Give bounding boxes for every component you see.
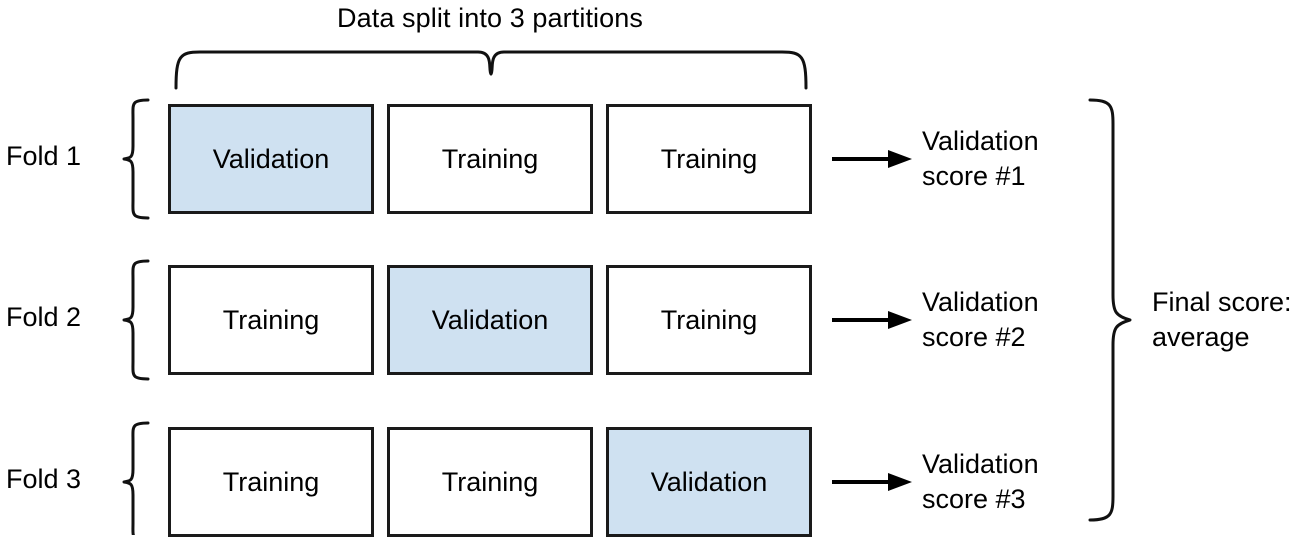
fold-1-partition-1[interactable]: Validation bbox=[168, 104, 374, 214]
fold-1-partition-3-label: Training bbox=[660, 143, 758, 174]
partitions-brace-icon bbox=[176, 52, 806, 88]
fold-label-1: Fold 1 bbox=[6, 141, 82, 171]
final-score-line-1: Final score: bbox=[1152, 287, 1292, 317]
validation-score-1-line-1: Validation bbox=[922, 126, 1039, 156]
validation-score-3-line-2: score #3 bbox=[922, 484, 1026, 514]
arrow-head-fold-3 bbox=[888, 473, 912, 491]
fold-3-brace-icon bbox=[124, 423, 148, 535]
fold-1-partition-2-label: Training bbox=[441, 143, 539, 174]
validation-score-1-line-2: score #1 bbox=[922, 161, 1026, 191]
fold-2-partition-3-label: Training bbox=[660, 304, 758, 335]
validation-score-2-line-2: score #2 bbox=[922, 322, 1026, 352]
fold-2-partition-2[interactable]: Validation bbox=[387, 265, 593, 375]
arrow-head-fold-1 bbox=[888, 150, 912, 168]
fold-3-partition-3[interactable]: Validation bbox=[606, 427, 812, 537]
fold-1-brace-icon bbox=[124, 100, 148, 218]
fold-2-partition-3[interactable]: Training bbox=[606, 265, 812, 375]
validation-score-3-line-1: Validation bbox=[922, 449, 1039, 479]
fold-3-partition-2-label: Training bbox=[441, 466, 539, 497]
fold-2-partition-1-label: Training bbox=[222, 304, 320, 335]
fold-3-partition-2[interactable]: Training bbox=[387, 427, 593, 537]
validation-score-2-line-1: Validation bbox=[922, 287, 1039, 317]
fold-label-3: Fold 3 bbox=[6, 464, 82, 494]
fold-1-partition-2[interactable]: Training bbox=[387, 104, 593, 214]
fold-2-partition-1[interactable]: Training bbox=[168, 265, 374, 375]
validation-score-2: Validation score #2 bbox=[922, 285, 1039, 355]
fold-3-partition-1-label: Training bbox=[222, 466, 320, 497]
folds-brace-icon bbox=[1090, 100, 1130, 520]
fold-3-partition-1[interactable]: Training bbox=[168, 427, 374, 537]
final-score-line-2: average bbox=[1152, 322, 1250, 352]
page-title: Data split into 3 partitions bbox=[337, 3, 643, 33]
fold-1-partition-1-label: Validation bbox=[212, 143, 330, 174]
validation-score-3: Validation score #3 bbox=[922, 447, 1039, 517]
final-score-text: Final score: average bbox=[1152, 285, 1292, 355]
arrow-head-fold-2 bbox=[888, 311, 912, 329]
fold-2-partition-2-label: Validation bbox=[431, 304, 549, 335]
fold-3-partition-3-label: Validation bbox=[650, 466, 768, 497]
fold-2-brace-icon bbox=[124, 261, 148, 379]
fold-label-2: Fold 2 bbox=[6, 302, 82, 332]
validation-score-1: Validation score #1 bbox=[922, 124, 1039, 194]
fold-1-partition-3[interactable]: Training bbox=[606, 104, 812, 214]
